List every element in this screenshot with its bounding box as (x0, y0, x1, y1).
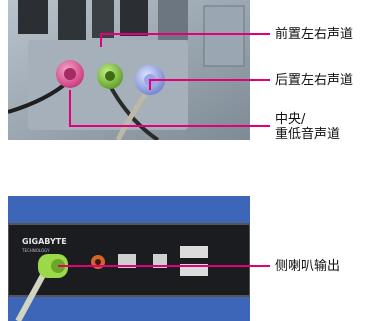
firewire-port-small (153, 254, 167, 268)
rear-panel-illustration (8, 0, 250, 140)
usb-port-top (180, 246, 208, 258)
side-panel-photo: GIGABYTE TECHNOLOGY (8, 196, 250, 321)
leader-center (69, 90, 270, 127)
label-rear-lr: 后置左右声道 (275, 73, 354, 88)
firewire-port (118, 254, 136, 268)
leader-rear (149, 79, 270, 90)
label-center-line2: 重低音声道 (275, 127, 341, 142)
panel-sub-text: TECHNOLOGY (21, 248, 50, 253)
leader-front (100, 33, 270, 47)
label-front-lr: 前置左右声道 (275, 27, 354, 42)
label-center-line1: 中央/ (275, 112, 306, 127)
label-side: 侧喇叭输出 (275, 259, 341, 274)
pink-jack-icon (56, 60, 84, 88)
rear-panel-photo (8, 0, 250, 140)
green-jack-icon (97, 63, 123, 89)
panel-brand-text: GIGABYTE (22, 237, 67, 246)
side-panel-illustration: GIGABYTE TECHNOLOGY (8, 196, 250, 321)
